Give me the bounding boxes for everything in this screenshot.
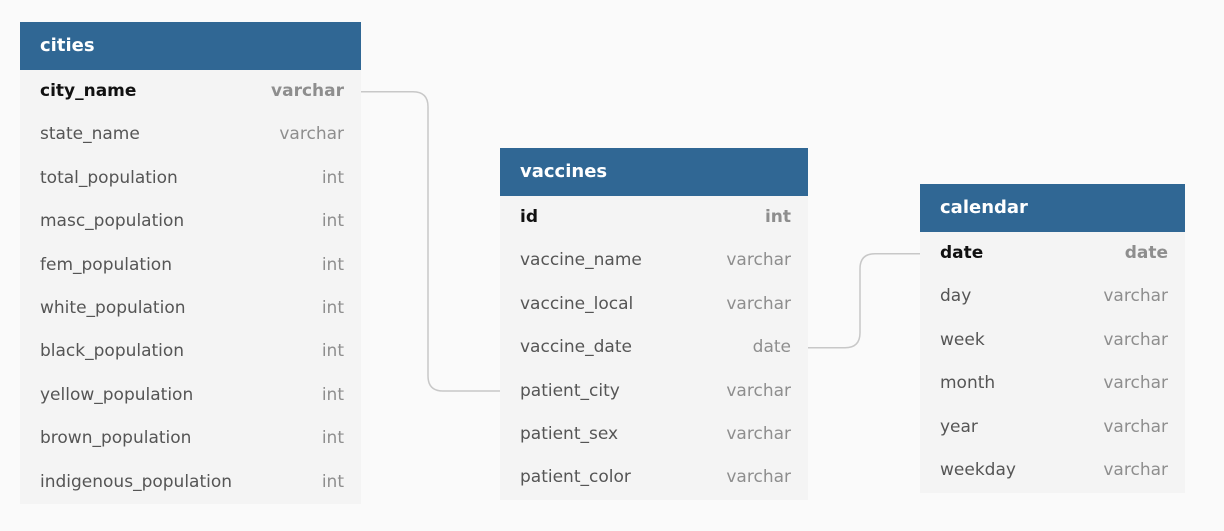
column-type: varchar: [1103, 286, 1168, 307]
column-row-patient_city[interactable]: patient_city varchar: [500, 370, 808, 413]
column-row-white_population[interactable]: white_population int: [20, 287, 361, 330]
table-cities-columns: city_name varchar state_name varchar tot…: [20, 70, 361, 504]
column-row-vaccine_name[interactable]: vaccine_name varchar: [500, 239, 808, 282]
column-row-weekday[interactable]: weekday varchar: [920, 449, 1185, 492]
column-type: date: [752, 337, 791, 358]
column-name: indigenous_population: [40, 471, 233, 492]
column-name: white_population: [40, 297, 186, 318]
column-type: date: [1124, 243, 1168, 263]
column-name: state_name: [40, 124, 140, 145]
column-row-black_population[interactable]: black_population int: [20, 330, 361, 373]
column-name: day: [940, 286, 972, 307]
column-row-brown_population[interactable]: brown_population int: [20, 417, 361, 460]
column-type: varchar: [726, 423, 791, 444]
column-row-week[interactable]: week varchar: [920, 319, 1185, 362]
column-row-total_population[interactable]: total_population int: [20, 157, 361, 200]
column-name: patient_city: [520, 380, 620, 401]
column-name: total_population: [40, 167, 178, 188]
column-type: int: [321, 471, 344, 492]
column-name: patient_color: [520, 467, 631, 488]
column-name: yellow_population: [40, 384, 194, 405]
column-row-indigenous_population[interactable]: indigenous_population int: [20, 461, 361, 504]
column-row-vaccine_local[interactable]: vaccine_local varchar: [500, 283, 808, 326]
column-type: varchar: [726, 467, 791, 488]
column-name: year: [940, 416, 978, 437]
column-name: fem_population: [40, 254, 172, 275]
column-name: vaccine_name: [520, 250, 642, 271]
table-vaccines-columns: id int vaccine_name varchar vaccine_loca…: [500, 196, 808, 500]
column-type: int: [321, 211, 344, 232]
column-type: int: [764, 207, 791, 227]
column-name: masc_population: [40, 211, 185, 232]
column-row-date[interactable]: date date: [920, 232, 1185, 275]
column-row-month[interactable]: month varchar: [920, 362, 1185, 405]
column-type: int: [321, 167, 344, 188]
column-row-city_name[interactable]: city_name varchar: [20, 70, 361, 113]
column-name: patient_sex: [520, 423, 619, 444]
table-calendar-columns: date date day varchar week varchar month…: [920, 232, 1185, 492]
table-vaccines[interactable]: vaccines id int vaccine_name varchar vac…: [500, 148, 808, 500]
column-name: brown_population: [40, 428, 192, 449]
column-type: varchar: [279, 124, 344, 145]
table-vaccines-header[interactable]: vaccines: [500, 148, 808, 196]
column-name: weekday: [940, 459, 1016, 480]
column-row-day[interactable]: day varchar: [920, 275, 1185, 318]
column-type: varchar: [1103, 416, 1168, 437]
connector-vaccines-vaccine_date-to-calendar-date[interactable]: [808, 252, 920, 349]
table-cities[interactable]: cities city_name varchar state_name varc…: [20, 22, 361, 504]
column-row-masc_population[interactable]: masc_population int: [20, 200, 361, 243]
column-row-yellow_population[interactable]: yellow_population int: [20, 374, 361, 417]
column-row-year[interactable]: year varchar: [920, 406, 1185, 449]
column-type: int: [321, 384, 344, 405]
column-name: date: [940, 243, 984, 263]
column-type: varchar: [1103, 459, 1168, 480]
table-cities-header[interactable]: cities: [20, 22, 361, 70]
column-row-patient_sex[interactable]: patient_sex varchar: [500, 413, 808, 456]
column-row-id[interactable]: id int: [500, 196, 808, 239]
column-name: city_name: [40, 81, 137, 101]
column-type: varchar: [726, 250, 791, 271]
connector-cities-city_name-to-vaccines-patient_city[interactable]: [361, 90, 500, 392]
column-row-state_name[interactable]: state_name varchar: [20, 113, 361, 156]
column-type: int: [321, 297, 344, 318]
column-type: varchar: [1103, 329, 1168, 350]
column-row-fem_population[interactable]: fem_population int: [20, 244, 361, 287]
column-type: varchar: [726, 380, 791, 401]
column-type: varchar: [726, 293, 791, 314]
column-name: black_population: [40, 341, 185, 362]
column-type: varchar: [271, 81, 344, 101]
column-type: int: [321, 254, 344, 275]
column-name: id: [520, 207, 538, 227]
column-type: varchar: [1103, 373, 1168, 394]
table-calendar-header[interactable]: calendar: [920, 184, 1185, 232]
column-row-vaccine_date[interactable]: vaccine_date date: [500, 326, 808, 369]
column-name: month: [940, 373, 996, 394]
table-calendar[interactable]: calendar date date day varchar week varc…: [920, 184, 1185, 493]
column-type: int: [321, 341, 344, 362]
column-row-patient_color[interactable]: patient_color varchar: [500, 456, 808, 499]
column-name: vaccine_date: [520, 337, 632, 358]
column-name: vaccine_local: [520, 293, 634, 314]
column-type: int: [321, 428, 344, 449]
column-name: week: [940, 329, 985, 350]
